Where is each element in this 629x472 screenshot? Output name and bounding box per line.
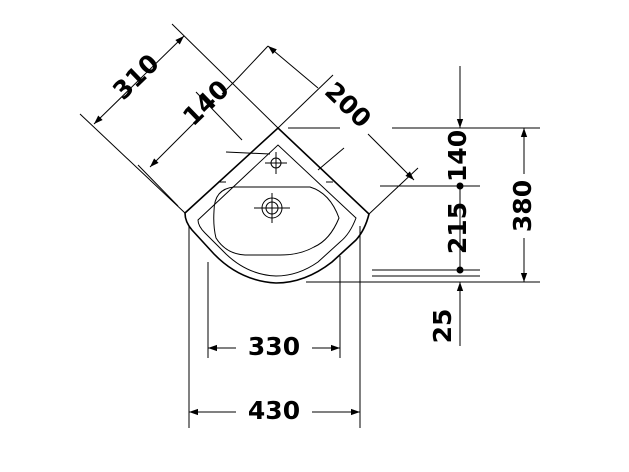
- dim-dot-215-25: [456, 266, 464, 274]
- basin-outline: [184, 126, 370, 284]
- ext-line-200-top: [277, 74, 334, 129]
- dim-dot-140-215: [456, 182, 464, 190]
- dimension-200: 200: [235, 45, 419, 215]
- dim-label-25: 25: [428, 309, 457, 344]
- dim-line-310: [93, 35, 185, 125]
- dim-label-310: 310: [107, 48, 165, 105]
- dimensions-bottom: 330 430: [188, 226, 361, 428]
- dim-line-200-a: [267, 45, 319, 89]
- tap-centre-leader: [225, 151, 271, 155]
- ext-line-310-top: [171, 23, 279, 129]
- basin-bowl: [213, 186, 340, 256]
- dim-line-140-diag-a: [149, 121, 196, 168]
- dim-ext-200-a: [235, 45, 269, 81]
- dim-label-330: 330: [248, 332, 300, 361]
- dim-label-430: 430: [248, 396, 300, 425]
- dimension-310: 310: [79, 23, 279, 214]
- basin-inner-rim: [197, 144, 357, 277]
- dim-line-200-b: [367, 133, 415, 181]
- ext-line-310-left: [79, 113, 186, 214]
- ext-line-200-right: [368, 167, 419, 215]
- dimensions-right-side: 140 215 25 380: [306, 66, 540, 346]
- dim-label-380: 380: [508, 180, 537, 232]
- dim-label-140-right: 140: [443, 130, 472, 182]
- ext-line-140-lower: [137, 164, 179, 207]
- basin-outer-rim: [184, 126, 370, 284]
- ext-line-140-upper: [195, 91, 243, 141]
- dimension-140-diagonal: 140: [137, 74, 271, 207]
- ref-diag-200: [317, 147, 345, 171]
- dim-label-215: 215: [443, 202, 472, 254]
- dim-line-140-diag-b: [221, 79, 237, 95]
- dim-label-200: 200: [319, 76, 377, 133]
